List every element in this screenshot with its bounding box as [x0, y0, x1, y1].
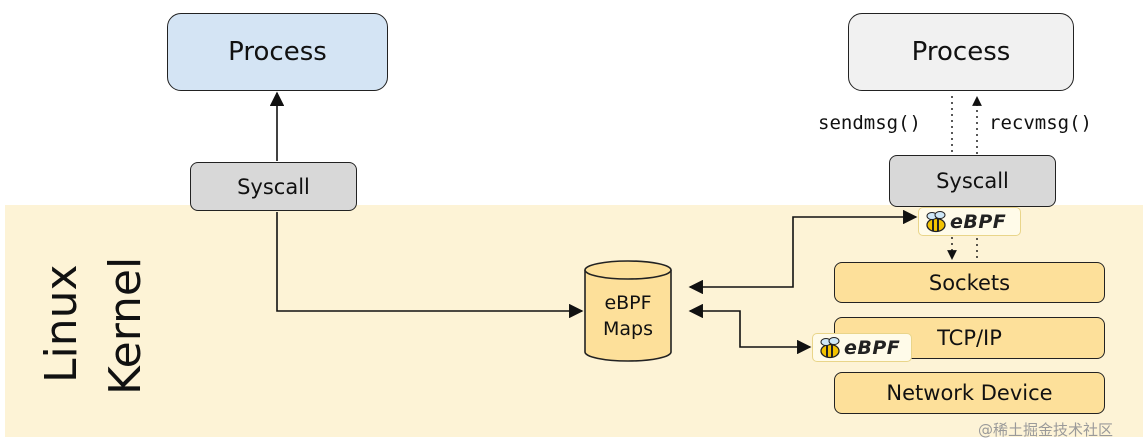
- ebpf-badge-text-bottom: eBPF: [844, 336, 901, 359]
- ebpf-badge-text-top: eBPF: [950, 210, 1007, 233]
- arrow-maps-to-bottom-ebpf: [688, 303, 812, 355]
- bee-icon: [926, 210, 946, 232]
- syscall-box-right: Syscall: [889, 155, 1056, 207]
- ebpf-maps-line2: Maps: [603, 318, 653, 340]
- ebpf-maps-line1: eBPF: [604, 292, 652, 314]
- process-box-right: Process: [848, 13, 1074, 91]
- ebpf-hook-badge-syscall: eBPF: [918, 207, 1021, 236]
- bee-icon: [820, 336, 840, 358]
- ebpf-maps-label: eBPF Maps: [585, 290, 671, 342]
- process-box-left: Process: [167, 13, 388, 91]
- watermark: @稀土掘金技术社区: [978, 421, 1114, 439]
- arrow-maps-to-top-ebpf: [688, 209, 918, 295]
- sockets-layer: Sockets: [834, 262, 1105, 303]
- arrow-syscall-to-maps: [276, 212, 584, 319]
- syscall-box-left: Syscall: [190, 162, 357, 211]
- network-device-layer: Network Device: [834, 372, 1105, 414]
- ebpf-maps-cylinder: [584, 260, 672, 362]
- ebpf-hook-badge-tcpip: eBPF: [812, 333, 912, 362]
- sendmsg-label: sendmsg(): [818, 112, 921, 134]
- recvmsg-label: recvmsg(): [989, 112, 1092, 134]
